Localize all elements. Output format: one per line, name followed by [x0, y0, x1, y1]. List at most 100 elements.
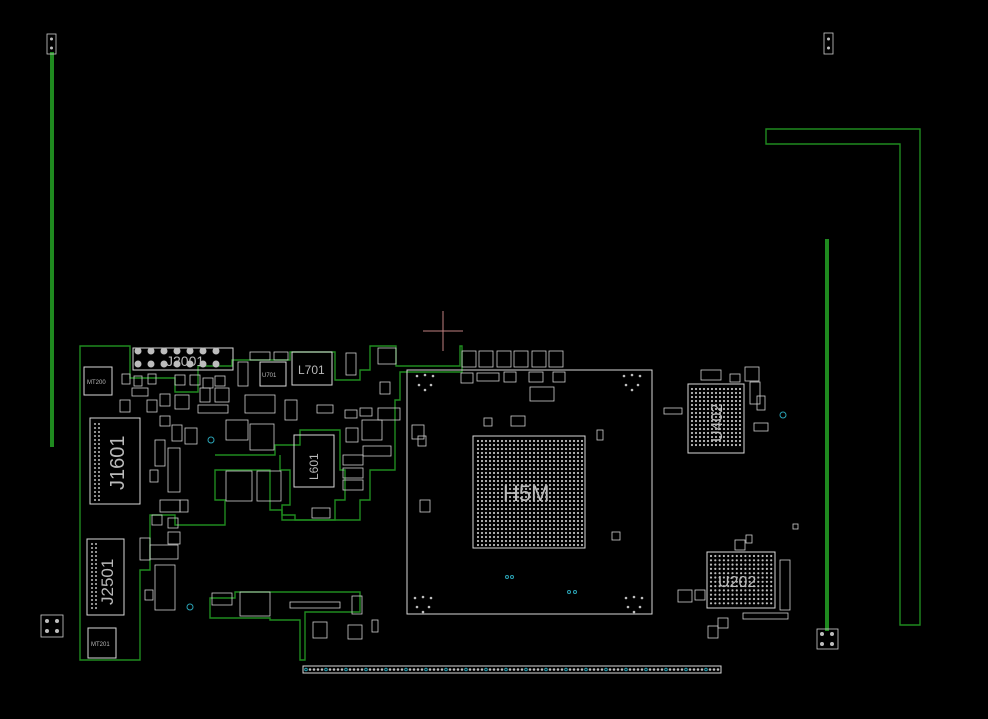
edge-pin — [404, 667, 408, 672]
edge-pin — [452, 668, 456, 671]
edge-pin — [548, 668, 552, 671]
u402-ic[interactable]: U402 — [687, 383, 745, 454]
edge-pin — [488, 668, 492, 671]
j1601-connector[interactable]: J1601 — [89, 417, 141, 505]
edge-pin — [308, 668, 312, 671]
edge-pin — [560, 668, 564, 671]
left-rail-trace — [46, 33, 57, 447]
smd-pad — [351, 595, 363, 615]
bottom-edge-connector[interactable] — [302, 665, 722, 674]
l701-label: L701 — [298, 363, 325, 377]
smd-pad — [362, 445, 392, 457]
smd-pad — [345, 352, 357, 376]
u202-ball-grid — [709, 554, 773, 605]
edge-pin — [680, 668, 684, 671]
smd-pad — [311, 507, 331, 519]
smd-pad — [744, 366, 760, 382]
smd-pad — [342, 454, 364, 466]
smd-pad — [377, 407, 401, 421]
edge-pin — [432, 668, 436, 671]
edge-pin — [652, 668, 656, 671]
u701-ic[interactable]: U701 — [259, 361, 287, 387]
edge-pin — [348, 668, 352, 671]
edge-pin — [352, 668, 356, 671]
smd-pad — [734, 539, 746, 551]
edge-pin — [712, 668, 716, 671]
mt201-mount[interactable]: MT201 — [87, 627, 117, 659]
edge-pin — [688, 668, 692, 671]
edge-pin — [336, 668, 340, 671]
smd-pad — [361, 419, 383, 441]
corner-pad-cluster — [624, 595, 644, 614]
edge-pin — [532, 668, 536, 671]
edge-pin — [320, 668, 324, 671]
edge-pin — [316, 668, 320, 671]
edge-pin — [520, 668, 524, 671]
edge-pin — [684, 667, 688, 672]
edge-pin — [444, 667, 448, 672]
smd-pad — [694, 589, 706, 601]
edge-pin — [472, 668, 476, 671]
smd-pad — [663, 407, 683, 415]
smd-pad — [460, 372, 474, 384]
edge-pin — [512, 668, 516, 671]
edge-pin — [448, 668, 452, 671]
smd-pad — [531, 350, 547, 368]
smd-pad — [147, 373, 157, 385]
edge-pin — [412, 668, 416, 671]
right-rail-trace — [816, 239, 839, 650]
smd-pad — [256, 470, 282, 502]
smd-pad — [159, 393, 171, 407]
smd-pad — [461, 350, 477, 368]
edge-pin — [708, 668, 712, 671]
edge-pin — [388, 668, 392, 671]
edge-pin — [492, 668, 496, 671]
smd-pad — [700, 369, 722, 381]
edge-pin — [516, 668, 520, 671]
smd-pad — [342, 479, 364, 491]
edge-pin — [556, 668, 560, 671]
smd-pad — [342, 467, 364, 479]
edge-pin — [400, 668, 404, 671]
smd-pad — [144, 589, 154, 601]
edge-pin — [580, 668, 584, 671]
smd-pad — [513, 350, 529, 368]
smd-pad — [151, 514, 163, 526]
edge-pin — [380, 668, 384, 671]
edge-pin — [464, 667, 468, 672]
smd-pad — [379, 381, 391, 395]
smd-pad — [729, 373, 741, 383]
smd-pad — [211, 592, 233, 606]
edge-pin — [324, 667, 328, 672]
smd-pad — [745, 534, 753, 544]
smd-pad — [677, 589, 693, 603]
edge-pin — [632, 668, 636, 671]
smd-pad — [419, 499, 431, 513]
corner-pad-cluster — [413, 595, 433, 614]
edge-pin — [592, 668, 596, 671]
edge-pin — [656, 668, 660, 671]
smd-pad — [377, 347, 397, 365]
j2001-pins — [134, 347, 220, 368]
smd-pad — [214, 387, 230, 403]
l601-inductor[interactable]: L601 — [293, 434, 335, 488]
l701-inductor[interactable]: L701 — [291, 351, 333, 386]
mt200-mount[interactable]: MT200 — [83, 366, 113, 396]
edge-pin — [540, 668, 544, 671]
edge-pin — [440, 668, 444, 671]
smd-pad — [171, 424, 183, 442]
smd-pad — [717, 617, 729, 629]
edge-pin — [372, 668, 376, 671]
smd-pad — [756, 395, 766, 411]
left-region-inner-copper — [215, 429, 346, 521]
edge-pin — [612, 668, 616, 671]
edge-pin — [716, 668, 720, 671]
mt200-label: MT200 — [87, 380, 106, 386]
edge-pin — [368, 668, 372, 671]
corner-pad-cluster — [622, 373, 642, 392]
mt201-label: MT201 — [91, 642, 110, 648]
edge-pin — [668, 668, 672, 671]
bottom-left-pad — [40, 614, 64, 638]
j2501-connector[interactable]: J2501 — [86, 538, 125, 616]
